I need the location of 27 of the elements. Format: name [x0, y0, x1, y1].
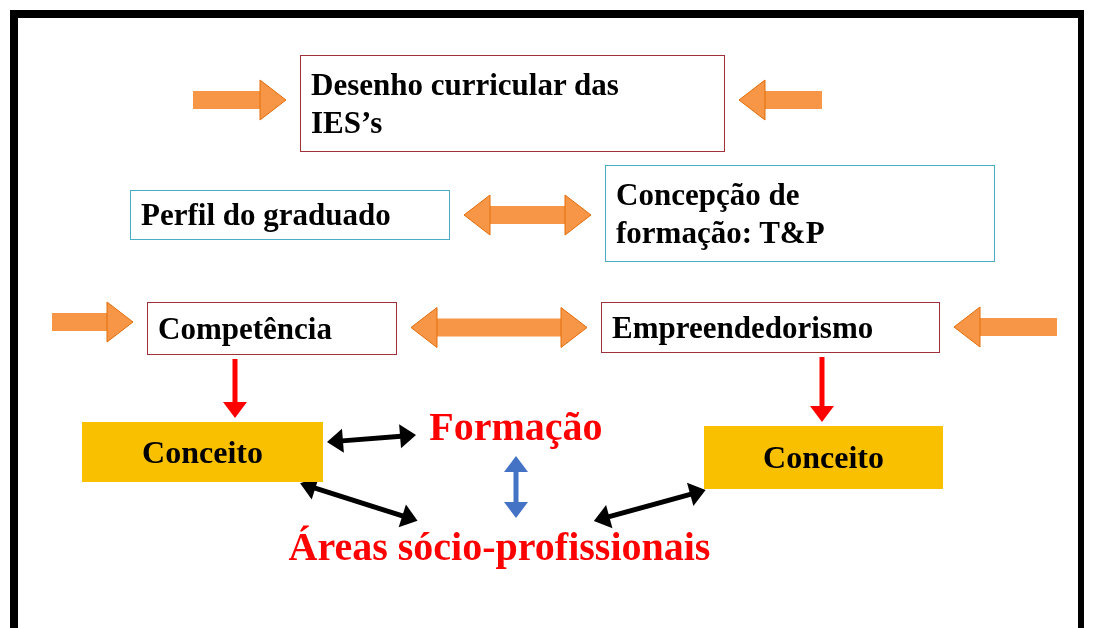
arrow [327, 424, 416, 453]
heading-text: Áreas sócio-profissionais [288, 523, 711, 571]
box-label: Perfil do graduado [141, 196, 391, 234]
heading-text: Formação [429, 403, 603, 451]
block-arrow [953, 306, 1057, 348]
block-arrow [738, 79, 822, 121]
text-box [147, 302, 397, 355]
arrow [223, 359, 247, 418]
concept-box [704, 426, 943, 489]
block-arrow [193, 79, 287, 121]
arrow [504, 456, 528, 518]
box-label: Competência [158, 309, 332, 348]
text-box [601, 302, 940, 353]
block-arrow [410, 307, 588, 348]
text-box [605, 165, 995, 262]
box-label: Conceito [142, 432, 263, 472]
text-box [300, 55, 725, 152]
box-label: Desenho curricular das IES’s [311, 66, 620, 141]
box-label: Conceito [763, 438, 884, 477]
box-label: Empreendedorismo [612, 308, 874, 347]
concept-box [82, 422, 323, 482]
arrow [810, 357, 834, 422]
text-box [130, 190, 450, 240]
block-arrow [463, 194, 592, 236]
arrow [593, 482, 706, 529]
block-arrow [52, 301, 134, 343]
box-label: Concepção de formação: T&P [616, 176, 826, 251]
